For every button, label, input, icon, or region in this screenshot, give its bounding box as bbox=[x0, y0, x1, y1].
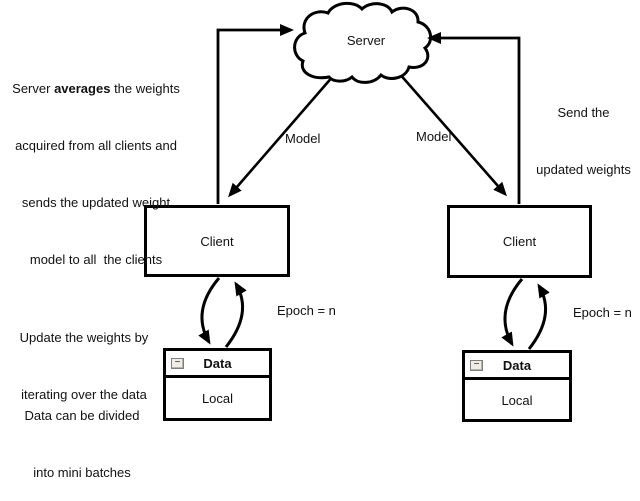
epoch-label-left: Epoch = n bbox=[277, 303, 336, 318]
client-label-left: Client bbox=[200, 233, 234, 249]
server-note-line1: Server averages the weights bbox=[12, 81, 180, 96]
data-header-right: Data − bbox=[465, 353, 569, 380]
data-title-left: Data bbox=[203, 355, 232, 371]
client-label-right: Client bbox=[502, 234, 537, 249]
collapse-minus-icon: − bbox=[171, 357, 184, 369]
epoch-label-right: Epoch = n bbox=[573, 305, 632, 320]
data-box-left: Data − Local bbox=[163, 348, 272, 421]
diagram-canvas: { "diagram": { "server": { "label": "Ser… bbox=[2, 1, 632, 480]
client-upload-edge-right bbox=[427, 32, 521, 204]
server-note: Server averages the weights acquired fro… bbox=[2, 41, 190, 288]
send-note: Send the updated weights bbox=[536, 105, 631, 177]
collapse-minus-icon: − bbox=[470, 359, 483, 371]
data-body-left: Local bbox=[201, 390, 234, 406]
server-note-line4: model to all the clients bbox=[29, 252, 163, 267]
server-cloud bbox=[293, 1, 433, 84]
server-label: Server bbox=[346, 33, 386, 48]
client-upload-edge-left bbox=[216, 24, 294, 204]
server-note-line3: sends the updated weight bbox=[21, 195, 171, 210]
client-box-left: Client bbox=[144, 205, 290, 277]
model-label-right: Model bbox=[416, 129, 452, 144]
model-edge-right bbox=[397, 71, 507, 197]
data-header-left: Data − bbox=[166, 351, 269, 378]
epoch-loop-down-right bbox=[501, 278, 524, 347]
data-body-right: Local bbox=[501, 392, 533, 408]
epoch-loop-up-left bbox=[224, 281, 247, 348]
model-edge-left bbox=[228, 74, 335, 198]
model-label-left: Model bbox=[285, 131, 321, 146]
server-note-line2: acquired from all clients and bbox=[15, 138, 177, 153]
client-box-right: Client bbox=[447, 205, 592, 278]
epoch-loop-down-left bbox=[198, 277, 221, 345]
batches-note: Data can be divided into mini batches bbox=[24, 408, 140, 480]
diagram-edges-layer bbox=[198, 1, 550, 350]
epoch-loop-up-right bbox=[527, 283, 550, 350]
data-title-right: Data bbox=[502, 357, 532, 373]
update-note: Update the weights by iterating over the… bbox=[19, 330, 149, 402]
data-box-right: Data − Local bbox=[462, 350, 572, 422]
